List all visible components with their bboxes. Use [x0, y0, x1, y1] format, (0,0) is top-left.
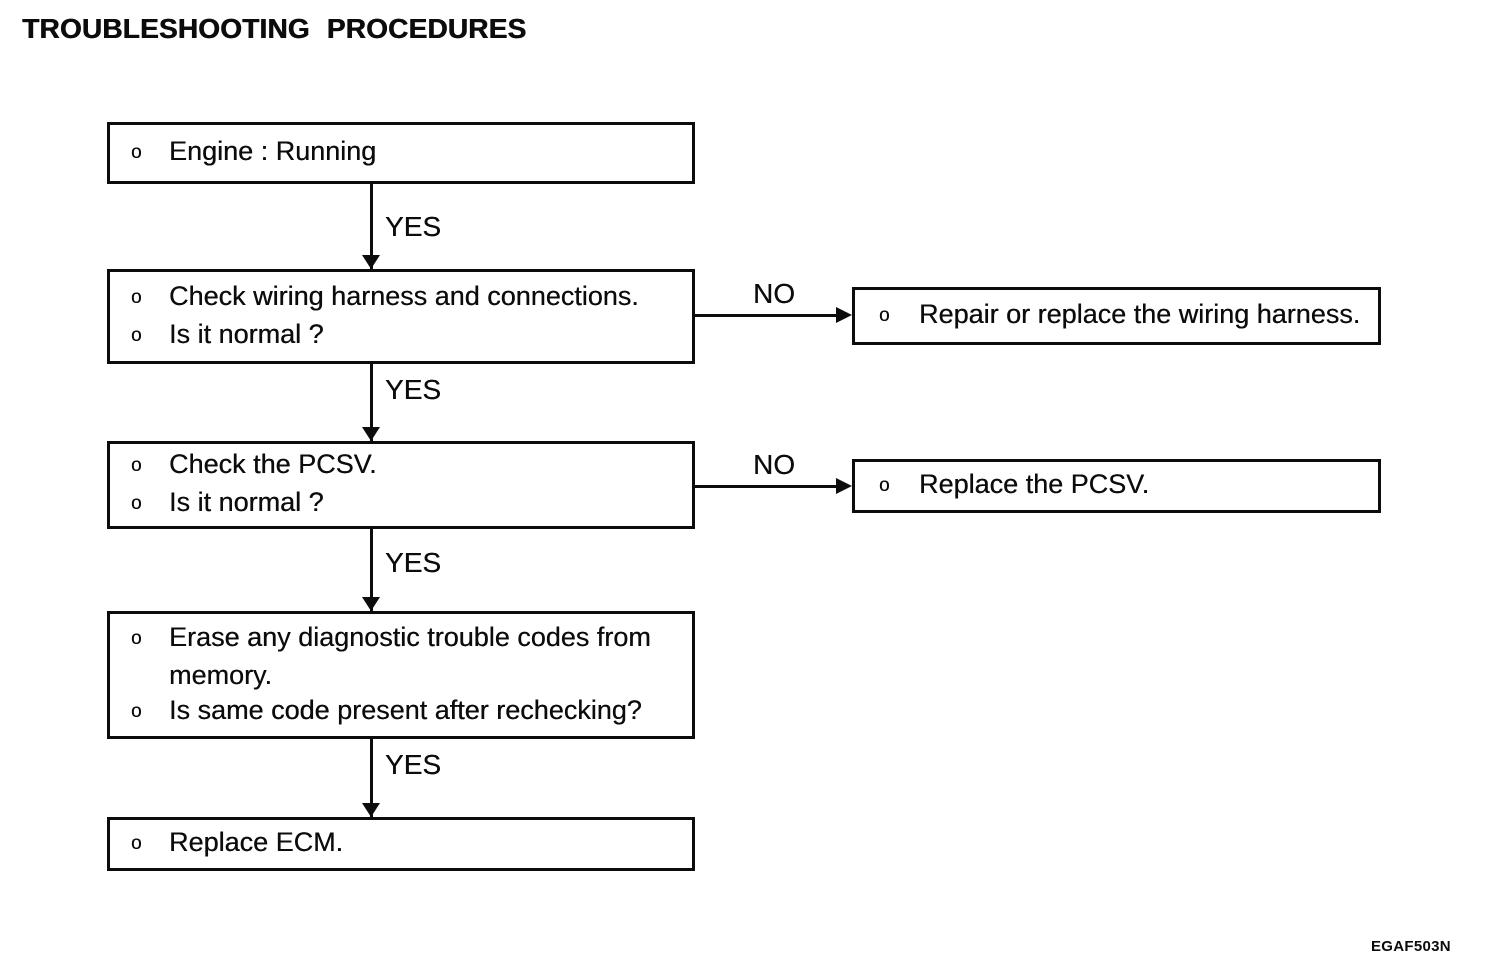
node-text: Is it normal ? — [169, 487, 324, 517]
arrowhead-right-icon — [836, 307, 852, 323]
node-line: o Repair or replace the wiring harness. — [879, 297, 1378, 335]
bullet-marker: o — [131, 493, 142, 514]
arrowhead-down-icon — [362, 427, 380, 441]
node-replace-ecm: o Replace ECM. — [107, 817, 695, 871]
arrow-yes-2-shaft — [370, 364, 373, 441]
bullet-marker: o — [131, 324, 142, 346]
node-line: o Is it normal ? — [131, 485, 692, 523]
label-yes-3: YES — [385, 547, 442, 578]
arrow-yes-3-shaft — [370, 529, 373, 611]
node-line: o Is it normal ? — [131, 317, 692, 355]
bullet-marker: o — [131, 700, 142, 722]
arrowhead-down-icon — [362, 597, 380, 611]
label-yes-1: YES — [385, 211, 442, 242]
node-text: memory. — [169, 659, 273, 690]
node-line: o Engine : Running — [131, 134, 692, 172]
label-no-1: NO — [753, 278, 795, 309]
node-line: o Replace ECM. — [131, 825, 692, 863]
bullet-marker: o — [879, 475, 890, 496]
bullet-marker: o — [131, 627, 142, 649]
node-replace-pcsv: o Replace the PCSV. — [852, 459, 1381, 513]
arrow-no-2-shaft — [695, 485, 840, 488]
node-erase-codes: o Erase any diagnostic trouble codes fro… — [107, 611, 695, 739]
node-text: Check the PCSV. — [169, 449, 377, 479]
arrow-no-1-shaft — [695, 314, 840, 317]
bullet-marker: o — [131, 833, 142, 854]
node-text: Replace ECM. — [169, 827, 344, 857]
node-check-pcsv: o Check the PCSV. o Is it normal ? — [107, 441, 695, 529]
node-line: memory. — [131, 658, 692, 693]
node-text: Is it normal ? — [169, 318, 324, 349]
label-yes-4: YES — [385, 749, 442, 780]
node-engine-running: o Engine : Running — [107, 122, 695, 184]
arrowhead-down-icon — [362, 803, 380, 817]
label-yes-2: YES — [385, 374, 442, 405]
node-check-wiring: o Check wiring harness and connections. … — [107, 269, 695, 364]
node-text: Repair or replace the wiring harness. — [919, 299, 1361, 329]
node-repair-wiring: o Repair or replace the wiring harness. — [852, 287, 1381, 345]
node-text: Erase any diagnostic trouble codes from — [169, 621, 651, 652]
node-line: o Check the PCSV. — [131, 447, 692, 485]
arrow-yes-4-shaft — [370, 737, 373, 817]
figure-code: EGAF503N — [1371, 938, 1451, 955]
node-line: o Check wiring harness and connections. — [131, 279, 692, 317]
page-title: TROUBLESHOOTING PROCEDURES — [22, 13, 527, 44]
bullet-marker: o — [879, 305, 890, 326]
bullet-marker: o — [131, 286, 142, 308]
label-no-2: NO — [753, 449, 795, 480]
node-line: o Erase any diagnostic trouble codes fro… — [131, 620, 692, 658]
bullet-marker: o — [131, 142, 142, 163]
arrowhead-right-icon — [836, 478, 852, 494]
arrowhead-down-icon — [362, 255, 380, 269]
node-text: Replace the PCSV. — [919, 469, 1150, 499]
arrow-yes-1-shaft — [370, 184, 373, 269]
bullet-marker: o — [131, 455, 142, 476]
node-text: Engine : Running — [169, 136, 377, 166]
node-line: o Is same code present after rechecking? — [131, 693, 692, 731]
node-line: o Replace the PCSV. — [879, 467, 1378, 505]
node-text: Is same code present after rechecking? — [169, 694, 642, 725]
node-text: Check wiring harness and connections. — [169, 280, 639, 311]
